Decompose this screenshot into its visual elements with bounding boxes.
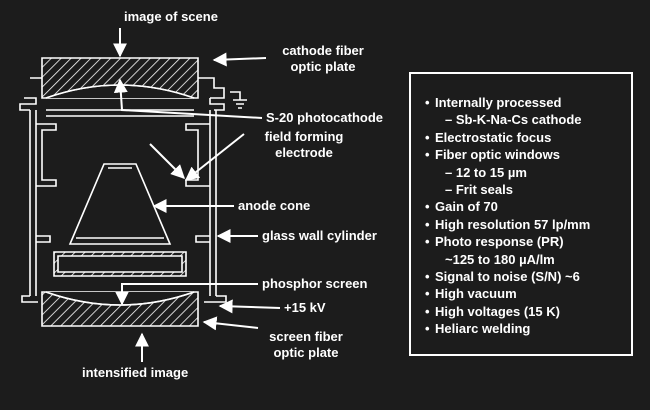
bullet-icon: • — [425, 286, 430, 302]
label-intensified-image: intensified image — [82, 365, 189, 380]
feature-item: • Fiber optic windows — [425, 146, 631, 163]
arrow-screen-plate — [202, 316, 259, 331]
feature-item: • High resolution 57 lp/mm — [425, 216, 631, 233]
phosphor-screen — [53, 251, 187, 277]
feature-item: • High voltages (15 K) — [425, 303, 631, 320]
feature-text: Photo response (PR) — [435, 234, 564, 250]
label-screen-fiber-line1: screen fiber — [269, 329, 343, 344]
arrow-field-forming — [184, 133, 245, 181]
bullet-icon: • — [425, 147, 430, 163]
label-glass-wall: glass wall cylinder — [262, 228, 377, 243]
feature-item: • Gain of 70 — [425, 198, 631, 215]
feature-text: Internally processed — [435, 95, 562, 110]
feature-text: ~125 to 180 µA/lm — [445, 251, 555, 267]
feature-text: – 12 to 15 µm — [445, 164, 527, 180]
feature-item: • Signal to noise (S/N) ~6 — [425, 268, 631, 285]
label-voltage: +15 kV — [284, 300, 326, 315]
feature-text: Heliarc welding — [435, 321, 531, 337]
feature-item: • Internally processed — [425, 94, 631, 111]
bullet-icon: • — [425, 216, 430, 232]
bullet-icon: • — [425, 199, 430, 215]
arrow-field-forming-2 — [149, 143, 185, 179]
feature-text: Signal to noise (S/N) ~6 — [435, 269, 580, 285]
label-field-forming: field forming electrode — [256, 129, 352, 161]
label-field-forming-line1: field forming — [264, 129, 344, 144]
label-screen-fiber: screen fiber optic plate — [254, 329, 358, 361]
feature-item: • Heliarc welding — [425, 320, 631, 337]
feature-list-box: • Internally processed – Sb-K-Na-Cs cathod… — [409, 72, 633, 356]
bullet-icon: • — [425, 303, 430, 319]
bullet-icon: • — [425, 321, 430, 337]
tube-housing — [19, 77, 247, 303]
feature-text: – Sb-K-Na-Cs cathode — [445, 112, 582, 128]
bullet-icon: • — [425, 129, 430, 145]
arrow-cathode-plate — [212, 52, 267, 67]
label-cathode-fiber-line2: optic plate — [290, 59, 356, 74]
feature-item: – 12 to 15 µm — [425, 164, 631, 181]
label-cathode-fiber-line1: cathode fiber — [282, 43, 364, 58]
bullet-icon: • — [425, 234, 430, 250]
feature-text: High voltages (15 K) — [435, 303, 560, 319]
screen-fiber-optic-plate — [41, 291, 199, 327]
arrow-phosphor-screen — [115, 283, 258, 306]
arrow-voltage — [218, 299, 281, 314]
feature-text: Electrostatic focus — [435, 129, 552, 145]
cathode-fiber-optic-plate — [41, 57, 199, 99]
feature-item: – Frit seals — [425, 181, 631, 198]
feature-text: High resolution 57 lp/mm — [435, 216, 591, 232]
feature-item: • Photo response (PR) — [425, 233, 631, 250]
label-screen-fiber-line2: optic plate — [273, 345, 339, 360]
bullet-icon: • — [425, 95, 430, 110]
feature-text: Fiber optic windows — [435, 147, 560, 163]
feature-item: • Electrostatic focus — [425, 129, 631, 146]
feature-item: ~125 to 180 µA/lm — [425, 251, 631, 268]
label-cathode-fiber: cathode fiber optic plate — [268, 43, 378, 75]
anode-cone — [68, 163, 172, 245]
feature-text: – Frit seals — [445, 182, 513, 198]
feature-item: • High vacuum — [425, 285, 631, 302]
label-photocathode: S-20 photocathode — [266, 110, 384, 125]
bullet-icon: • — [425, 269, 430, 285]
feature-text: High vacuum — [435, 286, 517, 302]
arrow-photocathode — [113, 78, 263, 119]
feature-list: • Internally processed – Sb-K-Na-Cs cathod… — [425, 94, 631, 338]
label-field-forming-line2: electrode — [275, 145, 333, 160]
feature-item: – Sb-K-Na-Cs cathode — [425, 111, 631, 128]
label-phosphor-screen: phosphor screen — [262, 276, 368, 291]
label-image-of-scene: image of scene — [124, 9, 218, 24]
feature-text: Gain of 70 — [435, 199, 498, 215]
label-anode-cone: anode cone — [238, 198, 311, 213]
